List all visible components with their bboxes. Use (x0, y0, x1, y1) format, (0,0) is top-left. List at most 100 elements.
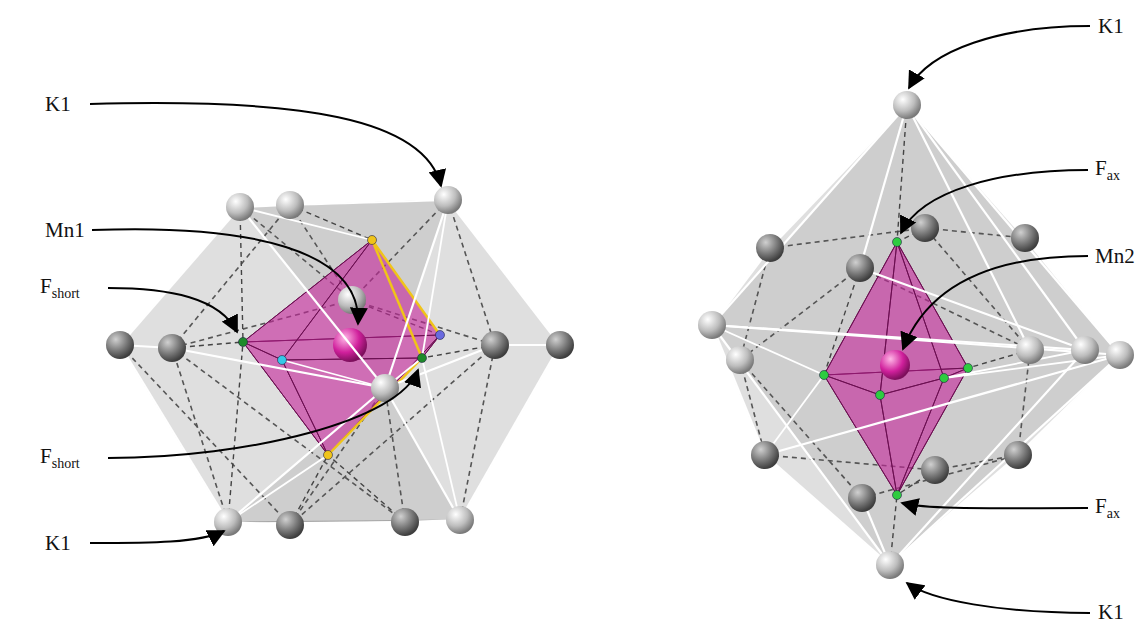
k-atom (876, 551, 904, 579)
k-atom (726, 346, 754, 374)
k-atom (481, 331, 509, 359)
k-atom (1016, 336, 1044, 364)
bond-line (385, 345, 495, 388)
bond-line (385, 200, 448, 388)
atom-label: Fax (1095, 158, 1120, 183)
atom-label: K1 (45, 94, 71, 115)
bond-line (712, 105, 907, 325)
bond-line (228, 388, 385, 522)
f-atom (893, 238, 902, 247)
k-atom (1106, 341, 1134, 369)
k-atom (226, 193, 254, 221)
bond-line (240, 207, 385, 388)
leader-line (901, 170, 1088, 233)
bond-line (290, 522, 405, 525)
bond-line (240, 207, 372, 240)
atom-label: K1 (1098, 602, 1124, 623)
atom-label: K1 (1098, 16, 1124, 37)
hidden-bond (460, 345, 495, 520)
leader-line (909, 26, 1090, 88)
bond-line (120, 207, 240, 345)
f-atom (239, 338, 248, 347)
k-atom (893, 91, 921, 119)
leader-line (90, 531, 224, 543)
hidden-bond (240, 207, 243, 342)
f-atom (876, 391, 885, 400)
mn-atom (880, 350, 910, 380)
leader-line (907, 583, 1090, 613)
f-atom (893, 491, 902, 500)
bond-line (907, 105, 1085, 350)
bond-line (944, 350, 1085, 378)
k-atom (848, 484, 876, 512)
leader-line (90, 103, 441, 186)
f-atom (418, 354, 427, 363)
f-atom (368, 236, 377, 245)
bond-line (460, 345, 560, 520)
k-atom (1004, 441, 1032, 469)
bond-line (290, 200, 448, 205)
mnf6-octahedron (880, 242, 944, 395)
k-atom (276, 511, 304, 539)
atom-label: Fax (1095, 496, 1120, 521)
k-atom (1011, 224, 1039, 252)
atom-label: Fshort (40, 446, 80, 471)
bond-line (765, 455, 890, 565)
f-atom (820, 371, 829, 380)
coordination-polyhedron (712, 105, 1120, 565)
k-atom (106, 331, 134, 359)
k-atom (338, 286, 366, 314)
k-atom (756, 234, 784, 262)
k-atom (158, 334, 186, 362)
hidden-bond (385, 388, 405, 522)
bond-line (765, 375, 824, 455)
atom-label: Fshort (40, 276, 80, 301)
bond-line (422, 200, 448, 358)
bond-line (712, 325, 1120, 355)
bond-line (172, 348, 385, 388)
f-atom (278, 356, 287, 365)
atom-label: Mn2 (1095, 246, 1135, 267)
bond-line (120, 345, 228, 522)
bond-line (385, 388, 460, 520)
f-atom (436, 331, 445, 340)
k-atom (698, 311, 726, 339)
k-atom (921, 456, 949, 484)
f-atom (964, 364, 973, 373)
bond-line (228, 455, 328, 522)
bond-line (712, 325, 824, 375)
k-atom (214, 508, 242, 536)
bond-line (712, 248, 770, 325)
k-atom (391, 508, 419, 536)
leader-line (92, 229, 358, 324)
k-atom (546, 331, 574, 359)
k-atom (751, 441, 779, 469)
hidden-bond (228, 342, 243, 522)
bond-line (765, 355, 1120, 455)
leader-line (108, 288, 237, 332)
k-atom (846, 254, 874, 282)
k-atom (911, 214, 939, 242)
hidden-bond (172, 348, 228, 522)
atom-label: K1 (45, 533, 71, 554)
k-atom (276, 191, 304, 219)
bond-line (890, 350, 1085, 565)
bond-line (422, 358, 460, 520)
bond-line (328, 358, 422, 455)
bond-line (448, 200, 560, 345)
leader-line (903, 256, 1088, 349)
k-atom (1071, 336, 1099, 364)
k-atom (446, 506, 474, 534)
coordination-polyhedron (120, 200, 560, 522)
atom-label: Mn1 (45, 220, 85, 241)
bond-line (860, 105, 907, 268)
bond-line (282, 360, 385, 388)
f-atom (940, 374, 949, 383)
leader-line (902, 503, 1088, 508)
f-atom (324, 451, 333, 460)
leader-line (108, 370, 418, 458)
hidden-bond (328, 455, 405, 522)
hidden-bond (448, 200, 495, 345)
bond-line (907, 105, 1120, 355)
